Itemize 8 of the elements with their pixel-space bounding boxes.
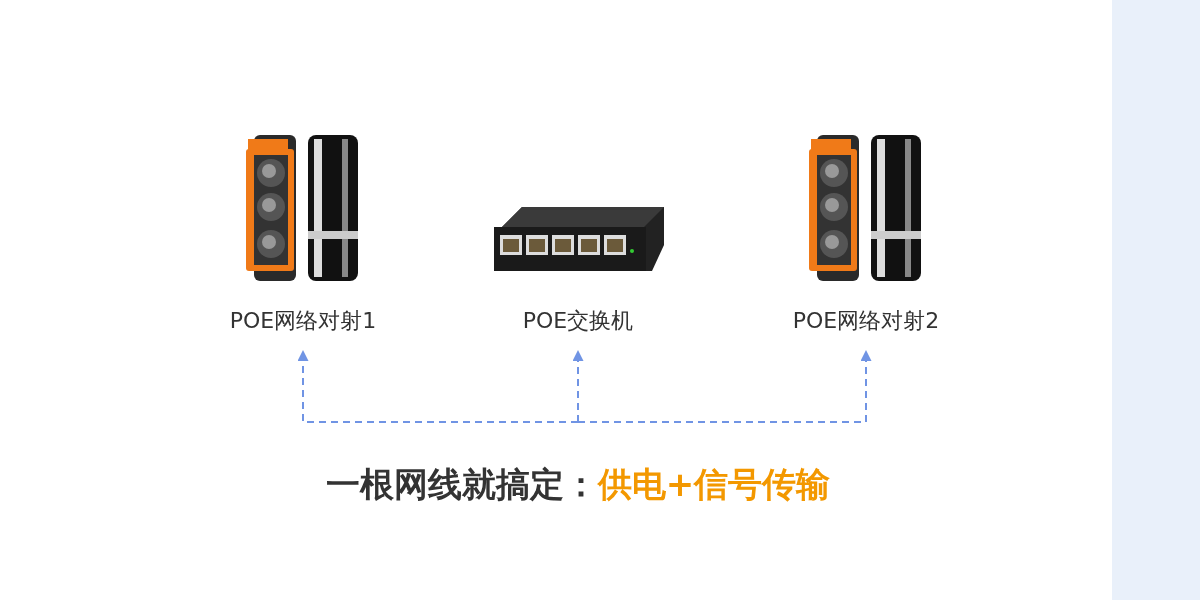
dashed-arrow [577,349,872,423]
device-label: POE网络对射2 [791,307,941,335]
dashed-arrow [297,349,579,423]
device-label: POE网络对射1 [228,307,378,335]
tagline: 一根网线就搞定： [325,463,598,506]
device-label: POE交换机 [521,307,635,335]
dashed-arrow [572,349,584,423]
tagline: 供电+信号传输 [597,463,831,506]
